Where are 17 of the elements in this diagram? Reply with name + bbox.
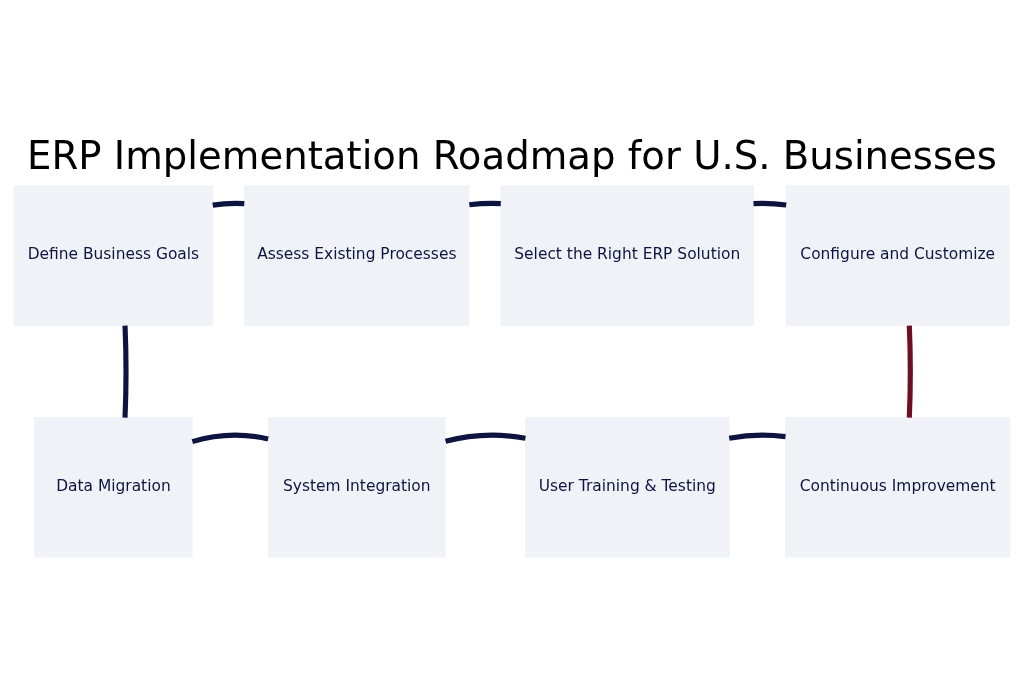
node-box: Select the Right ERP Solution	[500, 185, 755, 326]
connector	[191, 432, 269, 445]
diagram-title: ERP Implementation Roadmap for U.S. Businesses	[26, 133, 998, 179]
node-box: Continuous Improvement	[785, 417, 1011, 558]
node-box: Data Migration	[34, 417, 193, 558]
node-box: User Training & Testing	[524, 417, 730, 558]
node-box: System Integration	[267, 417, 446, 558]
connector	[728, 432, 786, 441]
connector	[444, 432, 526, 444]
connector	[906, 325, 913, 418]
node-box: Assess Existing Processes	[244, 185, 470, 326]
connector	[122, 325, 129, 418]
node-box: Define Business Goals	[13, 185, 214, 326]
connector	[469, 200, 501, 208]
connector	[753, 200, 787, 208]
node-box: Configure and Customize	[785, 185, 1010, 326]
connector	[212, 200, 245, 208]
